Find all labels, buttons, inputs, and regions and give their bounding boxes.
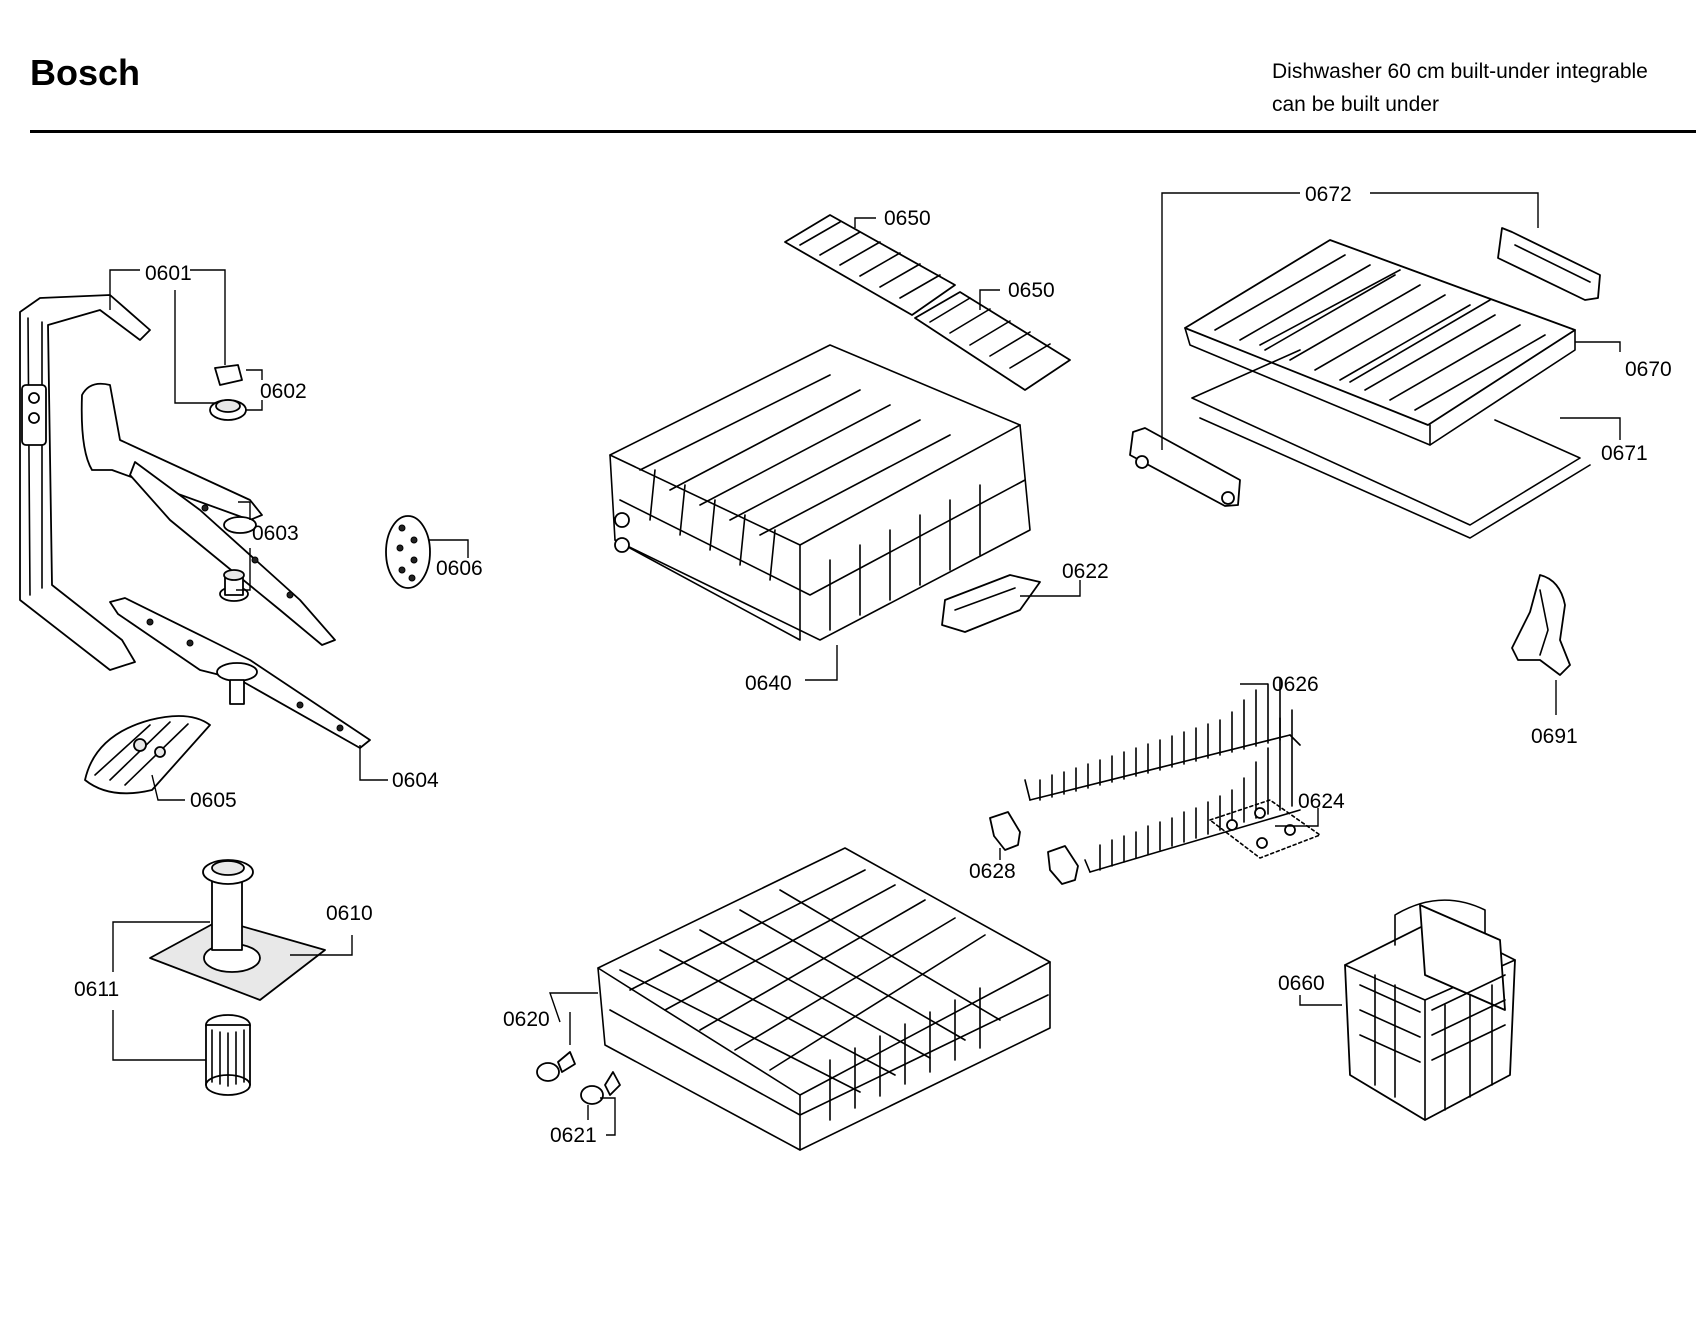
part-label-0606: 0606 xyxy=(436,557,483,580)
part-label-0691: 0691 xyxy=(1531,725,1578,748)
part-label-0601: 0601 xyxy=(145,262,192,285)
part-label-0624: 0624 xyxy=(1298,790,1345,813)
drawer-rail-left xyxy=(1129,427,1241,507)
part-labels: 0601 0602 0603 0604 0605 0606 0610 0611 … xyxy=(74,183,1672,1147)
header-divider xyxy=(30,130,1696,133)
part-label-0605: 0605 xyxy=(190,789,237,812)
part-label-0628: 0628 xyxy=(969,860,1016,883)
filter-disc xyxy=(385,515,431,589)
model-subdescription: can be built under xyxy=(1272,93,1439,116)
fine-filter-cylinder xyxy=(205,1014,251,1096)
part-label-0622: 0622 xyxy=(1062,560,1109,583)
plate-rack-rear xyxy=(1024,677,1301,801)
part-label-0670: 0670 xyxy=(1625,358,1672,381)
basket-adjuster-lever xyxy=(1511,574,1571,676)
spray-arm-hub xyxy=(219,569,249,602)
brand-title: Bosch xyxy=(30,52,141,93)
leader-lines xyxy=(109,192,1621,1136)
rack-clip-set xyxy=(1209,799,1321,859)
lower-spray-arm xyxy=(109,597,371,749)
part-label-0650-lower: 0650 xyxy=(1008,279,1055,302)
part-label-0650-upper: 0650 xyxy=(884,207,931,230)
part-label-0611: 0611 xyxy=(74,978,119,1001)
part-label-0604: 0604 xyxy=(392,769,439,792)
part-label-0603: 0603 xyxy=(252,522,299,545)
part-label-0640: 0640 xyxy=(745,672,792,695)
plate-rack-front xyxy=(1084,709,1301,873)
model-description: Dishwasher 60 cm built-under integrable xyxy=(1272,60,1648,83)
part-label-0610: 0610 xyxy=(326,902,373,925)
part-label-0621: 0621 xyxy=(550,1124,597,1147)
cup-shelf-lower xyxy=(914,291,1071,391)
spray-arm-cover xyxy=(84,715,211,795)
upper-spray-arm xyxy=(80,382,336,646)
spray-arm-nut xyxy=(209,364,247,421)
part-label-0620: 0620 xyxy=(503,1008,550,1031)
drawer-frame xyxy=(1191,349,1591,539)
part-label-0626: 0626 xyxy=(1272,673,1319,696)
cutlery-basket xyxy=(1344,899,1516,1121)
part-label-0671: 0671 xyxy=(1601,442,1648,465)
part-label-0660: 0660 xyxy=(1278,972,1325,995)
drawer-rail-right xyxy=(1497,227,1601,301)
cup-shelf-upper xyxy=(784,214,956,316)
basket-wheel-rear xyxy=(580,1071,621,1105)
basket-handle xyxy=(941,574,1041,633)
micro-filter xyxy=(149,859,326,1001)
cutlery-drawer xyxy=(1184,239,1576,446)
part-label-0602: 0602 xyxy=(260,380,307,403)
upper-basket xyxy=(609,344,1031,641)
rack-holder-clips xyxy=(989,811,1079,885)
basket-wheel-front xyxy=(536,1051,576,1082)
part-label-0672: 0672 xyxy=(1305,183,1352,206)
lower-basket xyxy=(597,847,1051,1151)
